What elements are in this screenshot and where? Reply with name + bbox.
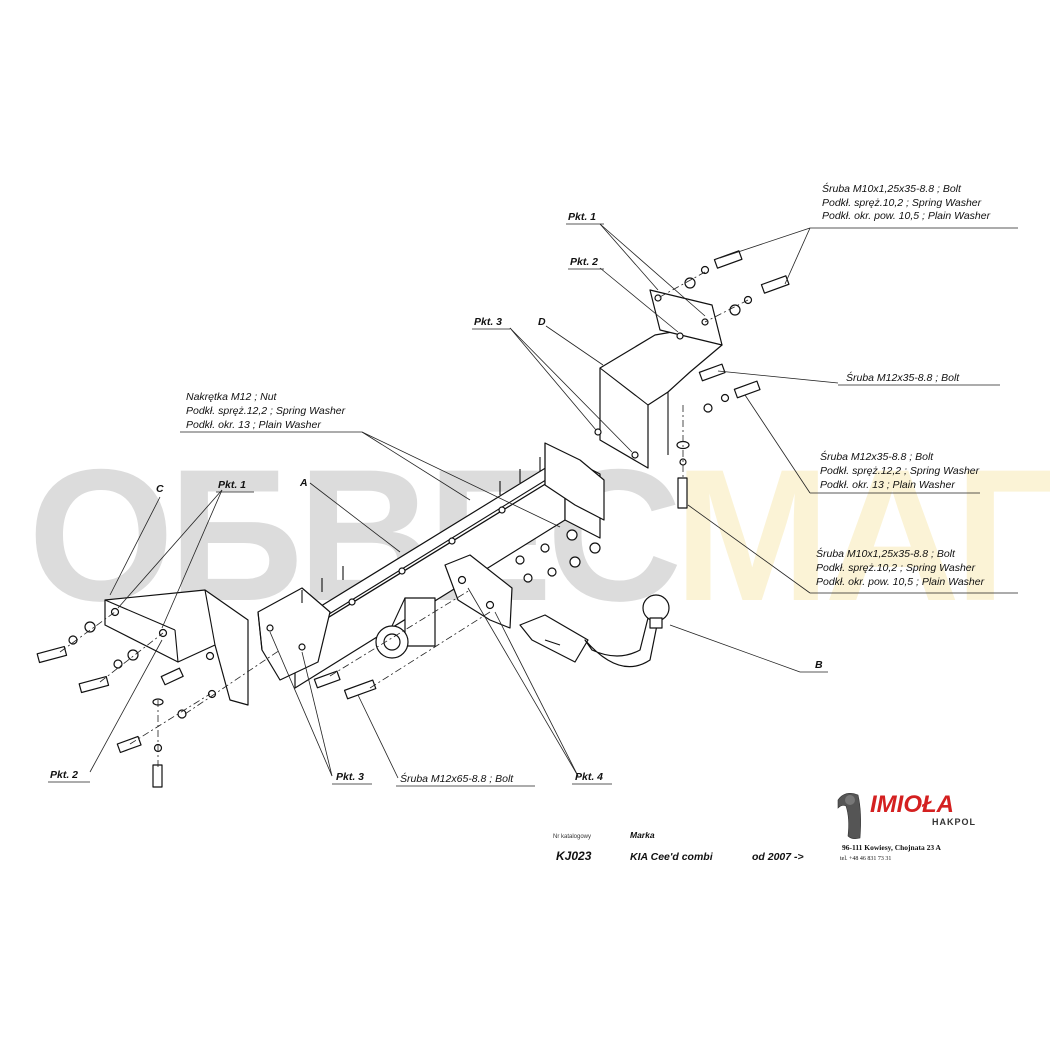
- logo-swoosh-icon: [837, 793, 861, 839]
- callout-text: Podkł. spręż.12,2 ; Spring Washer: [820, 465, 980, 477]
- part-letter-d: D: [538, 316, 546, 328]
- point-labels: Pkt. 1 Pkt. 2 Pkt. 3 Pkt. 1 Pkt. 2 Pkt. …: [48, 211, 612, 785]
- callout-text: Podkł. spręż.12,2 ; Spring Washer: [186, 405, 346, 417]
- make-label: Marka: [630, 830, 655, 840]
- part-letter-a: A: [299, 477, 308, 489]
- hakpol-logo: IMIOŁA HAKPOL 96-111 Kowiesy, Chojnata 2…: [837, 791, 976, 862]
- watermark-yellow: МАГ: [673, 430, 1050, 640]
- callout-nut-group: Nakrętka M12 ; Nut Podkł. spręż.12,2 ; S…: [180, 391, 362, 433]
- part-letter-b: B: [815, 659, 823, 671]
- leader-lines: [89, 223, 839, 779]
- bracket-right: [594, 289, 723, 469]
- socket-bracket: [375, 554, 513, 659]
- catalog-number-label: Nr katalogowy: [553, 834, 591, 840]
- callout-bolt-m12-top: Śruba M12x35-8.8 ; Bolt: [838, 371, 1000, 386]
- point-label-pkt4: Pkt. 4: [575, 771, 603, 783]
- beam-studs: [301, 457, 541, 603]
- beam-end-plate-right: [544, 442, 605, 521]
- year-value: od 2007 ->: [752, 851, 804, 863]
- point-label-pkt2-right: Pkt. 2: [570, 256, 598, 268]
- catalog-number: KJ023: [556, 849, 592, 863]
- callout-text: Śruba M12x35-8.8 ; Bolt: [846, 371, 960, 384]
- logo-sub: HAKPOL: [932, 817, 976, 827]
- callout-text: Podkł. spręż.10,2 ; Spring Washer: [822, 197, 982, 209]
- callout-text: Podkł. okr. pow. 10,5 ; Plain Washer: [822, 210, 991, 222]
- fasteners-right: [676, 250, 790, 509]
- point-label-pkt3-left: Pkt. 3: [336, 771, 364, 783]
- part-letters: A B C D: [156, 316, 828, 673]
- callout-top-bolt-right: Śruba M10x1,25x35-8.8 ; Bolt Podkł. sprę…: [810, 182, 1018, 229]
- point-label-pkt3-right: Pkt. 3: [474, 316, 502, 328]
- point-label-pkt2-left: Pkt. 2: [50, 769, 78, 781]
- callout-bolt-m10-mid: Śruba M10x1,25x35-8.8 ; Bolt Podkł. sprę…: [810, 547, 1018, 594]
- callout-bolt-m12-mid: Śruba M12x35-8.8 ; Bolt Podkł. spręż.12,…: [810, 450, 980, 494]
- make-value: KIA Cee'd combi: [630, 851, 714, 863]
- bracket-left: [104, 589, 249, 706]
- beam-end-plate-left: [257, 587, 331, 681]
- point-label-pkt1-right: Pkt. 1: [568, 211, 596, 223]
- callout-text: Śruba M12x65-8.8 ; Bolt: [400, 772, 514, 785]
- assembly-dash-lines: [59, 271, 749, 770]
- title-block: Nr katalogowy KJ023 Marka KIA Cee'd comb…: [553, 830, 804, 863]
- logo-ball-icon: [845, 795, 855, 805]
- callout-text: Śruba M12x35-8.8 ; Bolt: [820, 450, 934, 463]
- callout-text: Podkł. okr. 13 ; Plain Washer: [186, 419, 321, 431]
- callout-bolt-m12x65: Śruba M12x65-8.8 ; Bolt: [396, 772, 535, 787]
- callout-text: Podkł. okr. 13 ; Plain Washer: [820, 479, 955, 491]
- point-label-pkt1-left: Pkt. 1: [218, 479, 246, 491]
- callout-text: Nakrętka M12 ; Nut: [186, 391, 278, 403]
- logo-brand: IMIOŁA: [870, 791, 954, 818]
- tow-ball-arm: [519, 594, 670, 668]
- callout-text: Podkł. okr. pow. 10,5 ; Plain Washer: [816, 576, 985, 588]
- fasteners-centre: [313, 529, 601, 700]
- logo-phone: tel. +48 46 831 73 31: [840, 856, 891, 862]
- callout-text: Śruba M10x1,25x35-8.8 ; Bolt: [816, 547, 956, 560]
- callout-text: Podkł. spręż.10,2 ; Spring Washer: [816, 562, 976, 574]
- logo-address: 96-111 Kowiesy, Chojnata 23 A: [842, 843, 942, 852]
- part-letter-c: C: [156, 483, 164, 495]
- callout-text: Śruba M10x1,25x35-8.8 ; Bolt: [822, 182, 962, 195]
